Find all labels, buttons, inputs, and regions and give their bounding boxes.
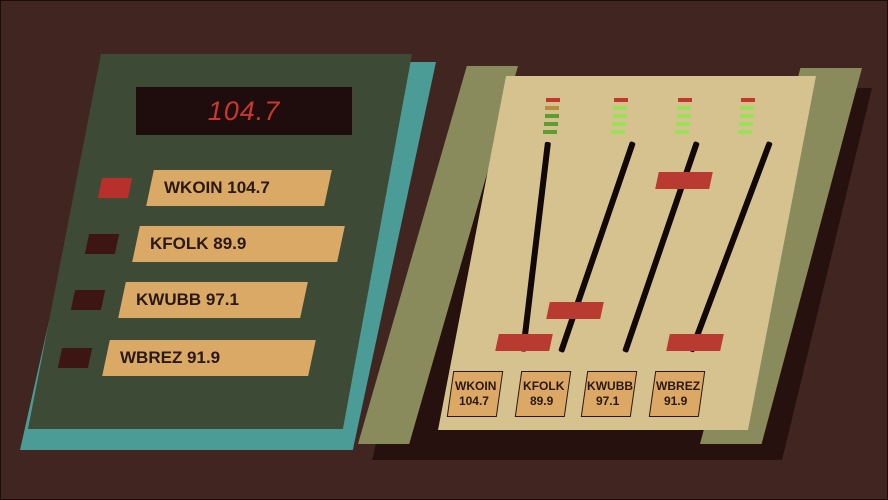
channel-name: WBREZ [656,379,701,393]
meter-segment [612,114,627,118]
fader-knob[interactable] [495,333,554,351]
fader-knob[interactable] [666,333,724,351]
preset-indicator-light [97,178,133,198]
meter-segment [543,130,558,134]
frequency-readout: 104.7 [207,96,281,126]
channel-frequency: 89.9 [530,394,554,408]
channel-frequency: 104.7 [458,394,489,408]
preset-label: KWUBB 97.1 [136,290,239,309]
meter-segment [613,106,628,110]
preset-label: KFOLK 89.9 [150,234,247,253]
meter-segment [739,114,754,118]
preset-button-1[interactable]: WKOIN 104.7 [146,170,332,206]
preset-button-2[interactable]: KFOLK 89.9 [132,226,345,262]
preset-indicator-light [70,290,106,310]
frequency-display: 104.7 [136,87,352,135]
preset-button-4[interactable]: WBREZ 91.9 [102,340,316,376]
channel-name: KFOLK [523,379,565,393]
meter-segment [675,130,690,134]
meter-segment [741,98,755,102]
meter-segment [543,122,558,126]
meter-segment [611,122,626,126]
preset-indicator-light [57,348,93,368]
meter-segment [677,106,692,110]
preset-button-3[interactable]: KWUBB 97.1 [118,282,308,318]
channel-name: KWUBB [587,379,634,393]
meter-segment [738,130,753,134]
meter-segment [740,106,755,110]
preset-label: WKOIN 104.7 [164,178,270,197]
fader-knob[interactable] [655,171,713,189]
channel-frequency: 91.9 [664,394,688,408]
preset-indicator-light [84,234,120,254]
preset-label: WBREZ 91.9 [120,348,221,367]
meter-segment [545,106,560,110]
meter-segment [738,122,753,126]
meter-segment [546,98,560,102]
meter-segment [675,122,690,126]
meter-segment [678,98,692,102]
meter-segment [676,114,691,118]
meter-segment [611,130,626,134]
fader-knob[interactable] [546,302,605,319]
channel-name: WKOIN [455,379,497,393]
channel-frequency: 97.1 [596,394,620,408]
meter-segment [614,98,628,102]
meter-segment [544,114,559,118]
